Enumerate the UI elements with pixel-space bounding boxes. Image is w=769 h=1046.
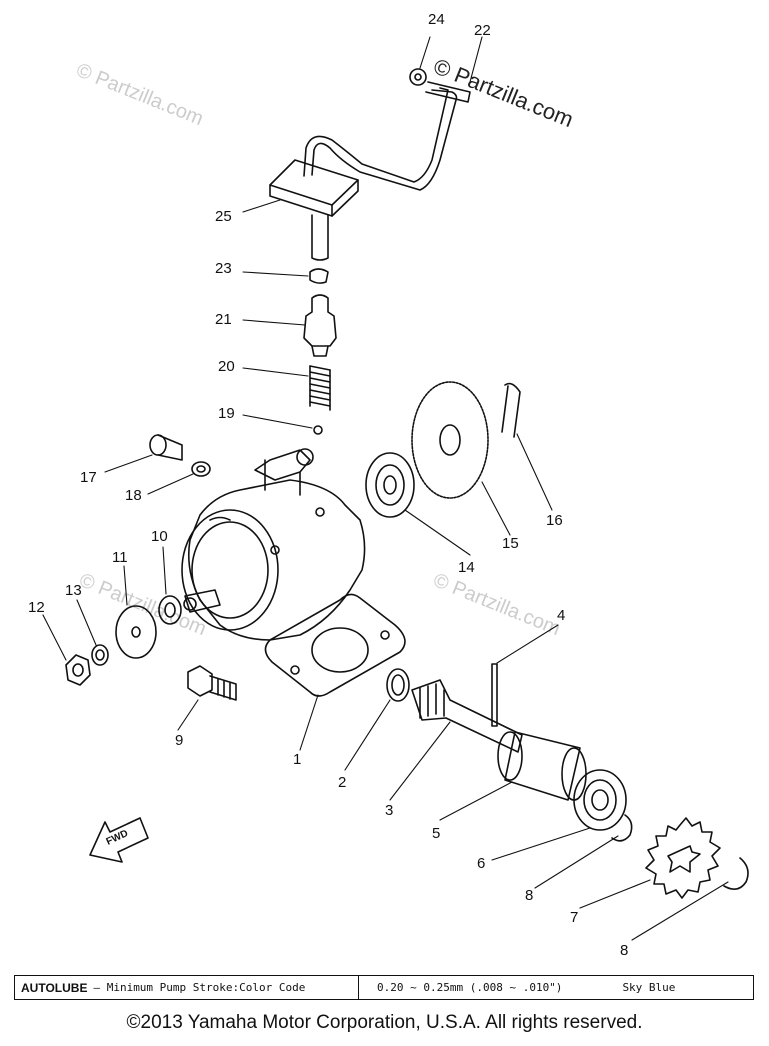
nut-12 xyxy=(65,654,91,686)
callout-7: 7 xyxy=(570,909,578,926)
callout-2: 2 xyxy=(338,774,346,791)
watermark-middle-right: © Partzilla.com xyxy=(430,569,563,640)
cotter-pin-16 xyxy=(501,382,521,438)
callout-8a: 8 xyxy=(525,887,533,904)
spec-value-cell: 0.20 ~ 0.25mm (.008 ~ .010") Sky Blue xyxy=(359,976,753,999)
callout-10: 10 xyxy=(151,528,168,545)
callout-24: 24 xyxy=(428,11,445,28)
watermark-top-left: © Partzilla.com xyxy=(73,59,206,130)
spec-title: AUTOLUBE xyxy=(21,980,88,995)
screw-17 xyxy=(149,434,183,461)
adjusting-plate-15 xyxy=(411,381,489,499)
copyright-notice: ©2013 Yamaha Motor Corporation, U.S.A. A… xyxy=(126,1012,643,1033)
callout-13: 13 xyxy=(65,582,82,599)
spring-washer-13 xyxy=(91,644,109,666)
bearing-6 xyxy=(573,769,627,831)
plate-11 xyxy=(115,605,157,659)
callout-20: 20 xyxy=(218,358,235,375)
fwd-label: FWD xyxy=(105,828,130,848)
callout-17: 17 xyxy=(80,469,97,486)
washer-10 xyxy=(158,595,182,625)
spec-color-code: Sky Blue xyxy=(622,981,676,994)
autolube-spec-table: AUTOLUBE – Minimum Pump Stroke:Color Cod… xyxy=(14,975,754,1000)
gear-7 xyxy=(645,817,721,899)
washer-18 xyxy=(191,461,211,477)
callout-3: 3 xyxy=(385,802,393,819)
callout-14: 14 xyxy=(458,559,475,576)
pipe-nut-24 xyxy=(409,68,427,86)
callout-16: 16 xyxy=(546,512,563,529)
callout-21: 21 xyxy=(215,311,232,328)
callout-1: 1 xyxy=(293,751,301,768)
oil-seal-14 xyxy=(365,452,415,518)
plunger-21 xyxy=(303,294,337,357)
collar-5 xyxy=(497,731,587,801)
o-ring-2 xyxy=(386,668,410,702)
callout-18: 18 xyxy=(125,487,142,504)
spec-value: 0.20 ~ 0.25mm (.008 ~ .010") xyxy=(377,981,563,994)
gasket-1 xyxy=(264,593,406,697)
callout-15: 15 xyxy=(502,535,519,552)
pin-4 xyxy=(491,663,498,727)
spring-20 xyxy=(309,365,331,411)
circlip-8a xyxy=(611,814,633,842)
bolt-9 xyxy=(187,665,237,701)
drive-shaft-3 xyxy=(411,679,523,753)
spec-label-cell: AUTOLUBE – Minimum Pump Stroke:Color Cod… xyxy=(15,976,359,999)
pump-body xyxy=(181,448,366,641)
spec-label: – Minimum Pump Stroke:Color Code xyxy=(93,981,306,994)
callout-4: 4 xyxy=(557,607,565,624)
callout-22: 22 xyxy=(474,22,491,39)
steel-ball-19 xyxy=(313,425,323,435)
parts-diagram: © Partzilla.com © Partzilla.com © Partzi… xyxy=(28,11,749,959)
callout-19: 19 xyxy=(218,405,235,422)
clip-23 xyxy=(309,268,329,284)
callout-11: 11 xyxy=(112,549,128,566)
callout-12: 12 xyxy=(28,599,45,616)
callout-25: 25 xyxy=(215,208,232,225)
callout-5: 5 xyxy=(432,825,440,842)
callout-23: 23 xyxy=(215,260,232,277)
forward-arrow-icon xyxy=(89,817,149,863)
circlip-8b xyxy=(723,857,749,890)
callout-8b: 8 xyxy=(620,942,628,959)
delivery-pipe-25 xyxy=(269,87,458,261)
watermark-middle-left: © Partzilla.com xyxy=(76,569,209,640)
callout-9: 9 xyxy=(175,732,183,749)
callout-6: 6 xyxy=(477,855,485,872)
leader-lines xyxy=(42,36,729,941)
